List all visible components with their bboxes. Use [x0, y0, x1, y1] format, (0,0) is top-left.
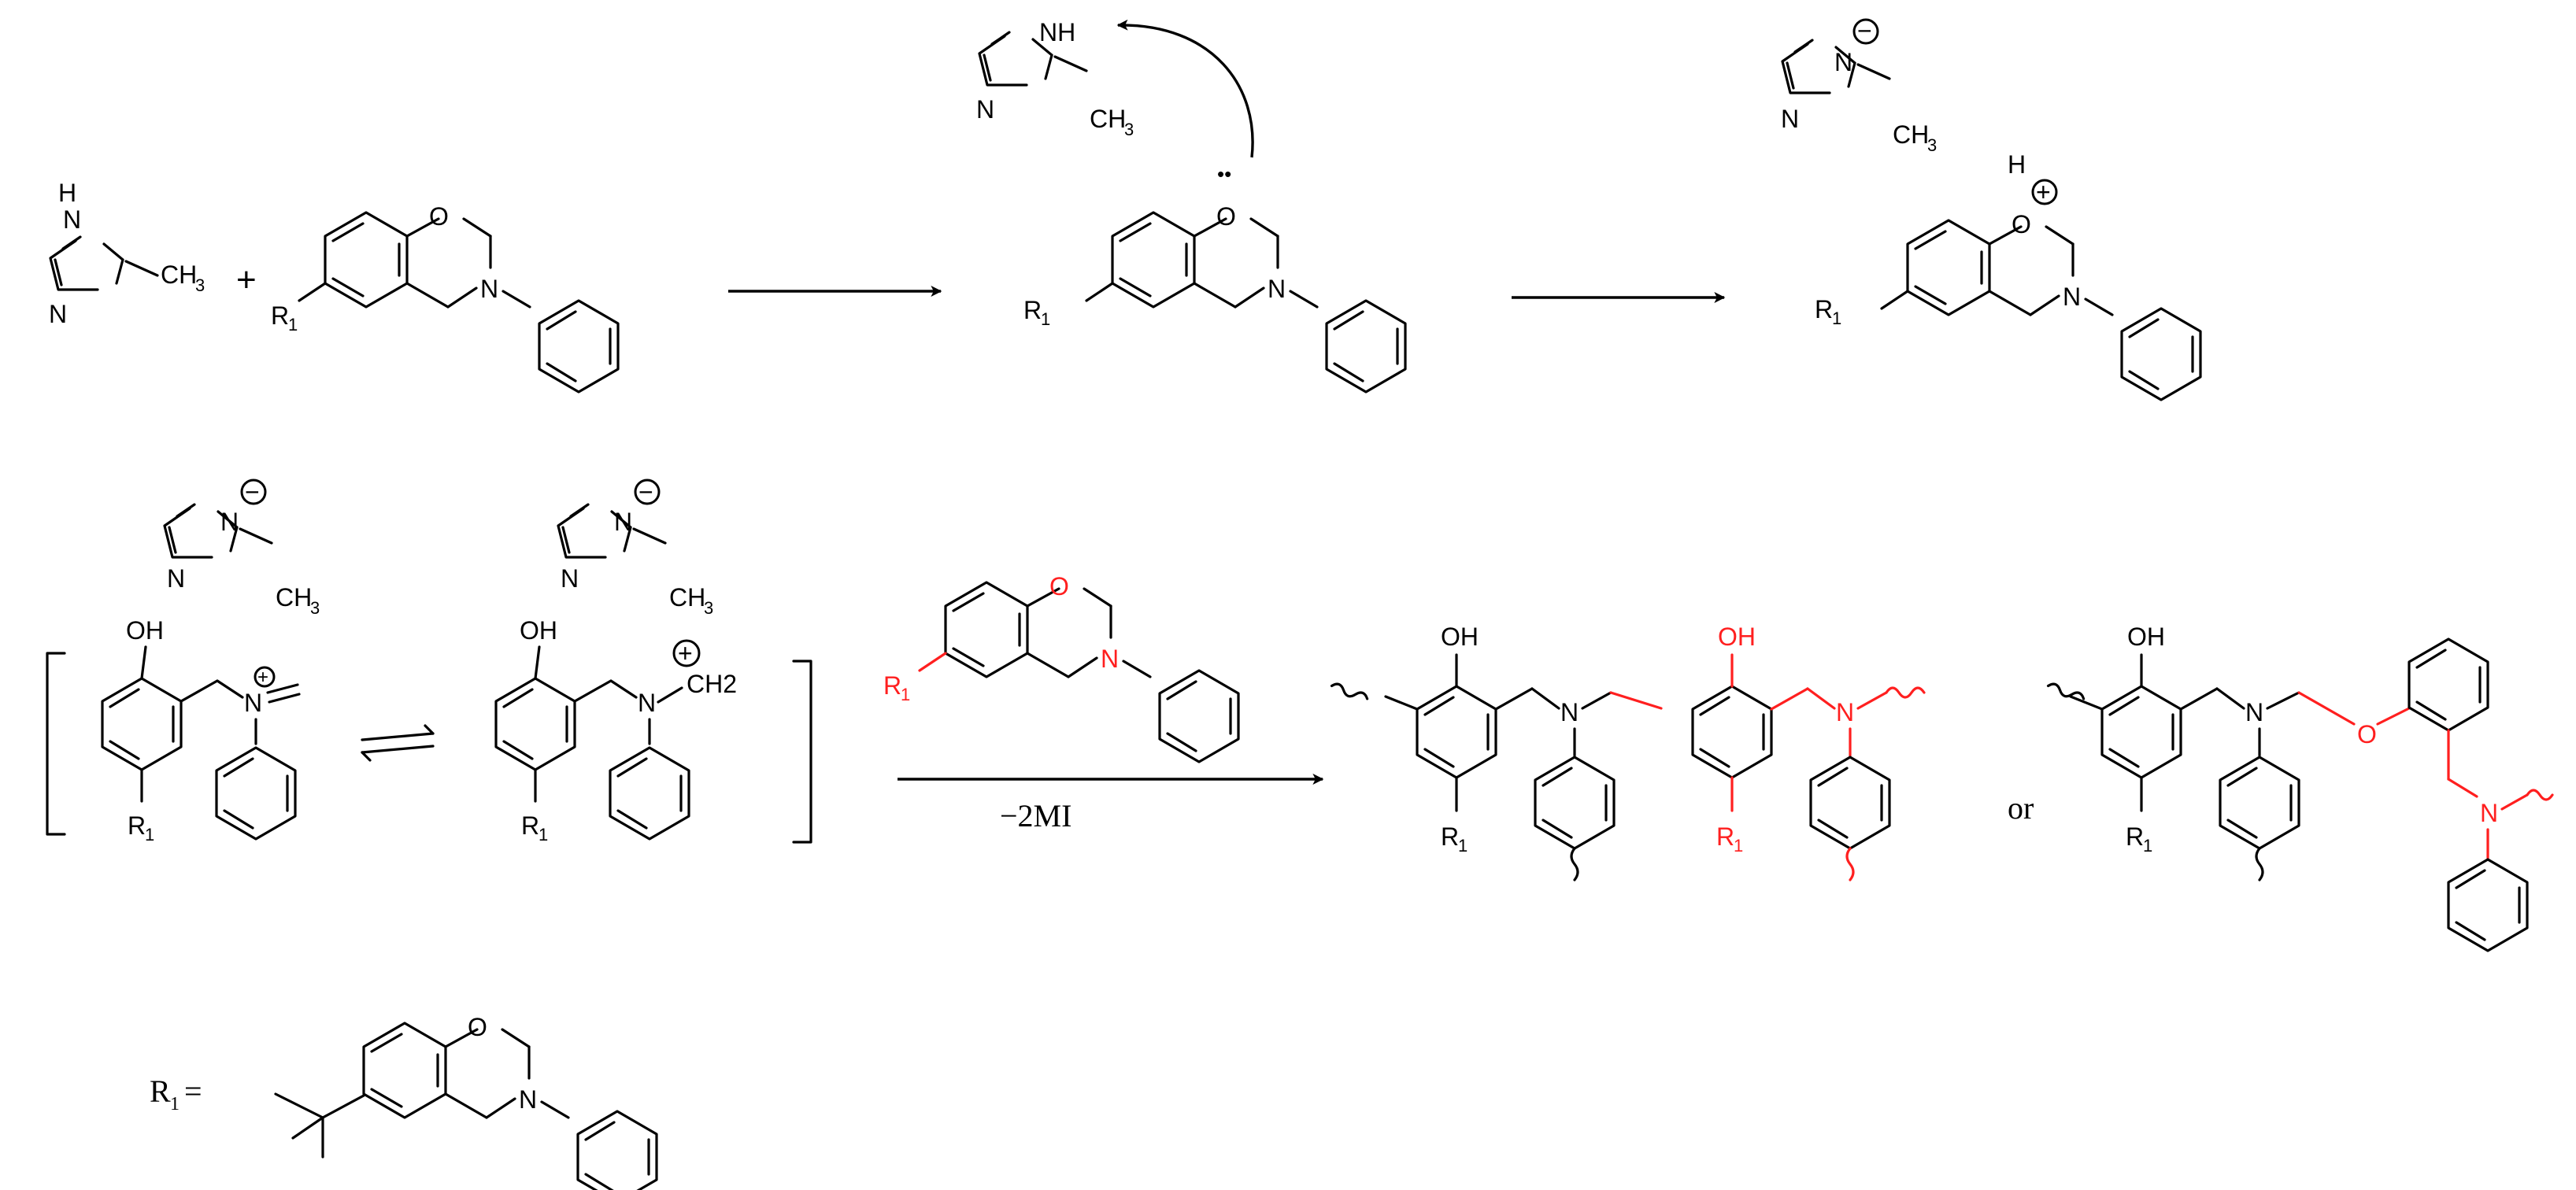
carbocation-species: N − N CH 3 OH N CH2 + R 1	[494, 478, 737, 844]
svg-text:N: N	[561, 564, 579, 593]
svg-text:OH: OH	[126, 616, 164, 645]
svg-text:N: N	[1101, 645, 1119, 673]
svg-text:CH: CH	[669, 583, 705, 612]
equilibrium-arrows	[361, 724, 435, 762]
svg-text:1: 1	[901, 685, 910, 704]
svg-text:NH: NH	[1039, 18, 1075, 46]
svg-text:1: 1	[1734, 836, 1743, 856]
svg-text:H: H	[2008, 150, 2026, 179]
svg-text:3: 3	[1927, 135, 1937, 155]
svg-text:1: 1	[145, 825, 154, 844]
svg-text:1: 1	[2143, 836, 2152, 856]
atom-ch3: CH	[161, 261, 197, 289]
product-ether-linkage-new-unit: O N	[2297, 638, 2554, 952]
svg-text:+: +	[257, 667, 268, 688]
product-ether-linkage: OH N R 1	[2046, 623, 2300, 881]
svg-text:R: R	[1023, 296, 1042, 324]
atom-h: H	[58, 179, 76, 207]
reactant-2-methylimidazole: H N N CH 3	[49, 179, 205, 328]
reactant-benzoxazine: O N R 1	[271, 202, 620, 394]
svg-text:−: −	[638, 478, 653, 506]
svg-text:OH: OH	[520, 616, 557, 645]
product-linear-chain: OH N R 1	[1330, 623, 1616, 881]
plus-sign: +	[236, 261, 257, 299]
svg-text:3: 3	[195, 275, 205, 295]
svg-text:N: N	[220, 508, 239, 536]
atom-n: N	[49, 300, 67, 328]
svg-text:R: R	[128, 811, 146, 840]
svg-text:O: O	[468, 1013, 487, 1041]
svg-text:N: N	[614, 508, 632, 536]
svg-text:CH: CH	[1090, 105, 1126, 133]
svg-text:N: N	[2245, 698, 2263, 726]
svg-text:R: R	[2126, 822, 2144, 851]
svg-text:N: N	[1836, 698, 1854, 726]
svg-text:O: O	[2012, 210, 2031, 238]
svg-text:+: +	[678, 639, 693, 667]
svg-text:N: N	[1834, 48, 1852, 76]
svg-text:N: N	[1781, 105, 1799, 133]
svg-text:R: R	[883, 671, 901, 700]
svg-text:1: 1	[1832, 309, 1841, 328]
svg-text:R: R	[1815, 295, 1833, 323]
curved-electron-arrow	[1116, 19, 1254, 158]
svg-text:−: −	[1857, 17, 1872, 45]
svg-text:N: N	[976, 95, 994, 124]
svg-text:R: R	[1716, 822, 1734, 851]
svg-text:CH2: CH2	[687, 670, 737, 698]
svg-text:=: =	[184, 1074, 202, 1109]
svg-text:N: N	[480, 275, 498, 303]
svg-text:N: N	[2480, 799, 2498, 827]
svg-text:N: N	[167, 564, 185, 593]
svg-text:R: R	[150, 1074, 171, 1109]
svg-text:1: 1	[1458, 836, 1468, 856]
svg-text:N: N	[638, 689, 656, 717]
svg-text:N: N	[2063, 283, 2081, 311]
iminium-species: N − N CH 3 OH N + R 1	[101, 478, 320, 844]
red-benzoxazine-monomer: O N R 1	[883, 572, 1240, 763]
atom-nh: N	[63, 205, 81, 234]
svg-text:1: 1	[170, 1094, 180, 1114]
bracket-left	[46, 652, 66, 836]
svg-text:N: N	[244, 689, 262, 717]
svg-text:1: 1	[539, 825, 548, 844]
svg-text:O: O	[429, 202, 449, 231]
svg-text:R: R	[1441, 822, 1459, 851]
or-separator: or	[2008, 790, 2034, 826]
svg-text:1: 1	[1041, 309, 1050, 329]
product-linear-chain-new-unit: OH N R 1	[1609, 623, 1926, 881]
svg-text:R: R	[271, 301, 289, 330]
svg-text:3: 3	[1124, 120, 1134, 139]
svg-text:N: N	[1560, 698, 1579, 726]
intermediate-lone-pair: NH N CH 3 O •• N R 1	[976, 18, 1407, 394]
svg-text:N: N	[1268, 275, 1286, 303]
svg-text:+: +	[2036, 178, 2051, 206]
svg-text:CH: CH	[276, 583, 312, 612]
svg-text:−: −	[245, 478, 260, 506]
r1-definition: R 1 = O N	[150, 1013, 658, 1190]
svg-text:CH: CH	[1893, 120, 1929, 149]
svg-text:O: O	[1216, 202, 1236, 231]
svg-text:O: O	[2357, 720, 2377, 748]
svg-text:OH: OH	[1718, 623, 1756, 651]
svg-text:3: 3	[704, 598, 713, 618]
svg-text:OH: OH	[2127, 623, 2165, 651]
protonated-benzoxazine-ion-pair: N − N CH 3 H O + N R 1	[1781, 17, 2202, 401]
loss-of-mi-label: −2MI	[1000, 798, 1071, 833]
bracket-right	[792, 660, 812, 844]
svg-text:1: 1	[288, 315, 298, 334]
svg-text:R: R	[521, 811, 539, 840]
svg-text:N: N	[519, 1085, 537, 1114]
svg-text:3: 3	[310, 598, 320, 618]
svg-text:O: O	[1049, 572, 1069, 601]
lone-pair: ••	[1217, 162, 1231, 186]
svg-text:OH: OH	[1441, 623, 1479, 651]
